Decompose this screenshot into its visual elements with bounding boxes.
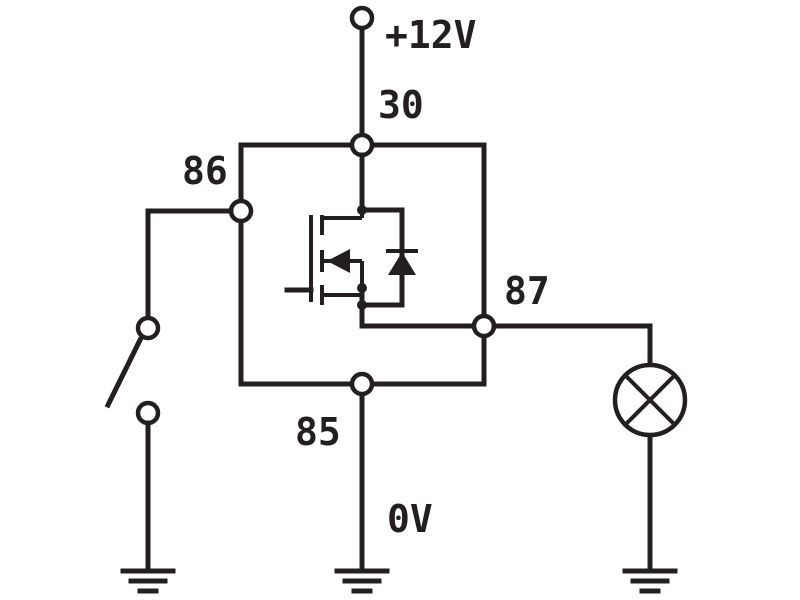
- lamp-branch: [491, 323, 653, 573]
- relay-box: [238, 142, 487, 387]
- supply-terminal: [349, 5, 375, 31]
- ground-icon: [120, 568, 176, 594]
- pin-30-terminal: [349, 132, 375, 158]
- pin-86-label: 86: [182, 149, 228, 193]
- ground-icon: [622, 568, 678, 594]
- supply-label: +12V: [385, 13, 477, 57]
- supply-rail: [349, 5, 375, 148]
- lamp-icon: [612, 362, 688, 438]
- pin-87-label: 87: [504, 269, 550, 313]
- ground-label: 0V: [387, 497, 433, 541]
- pin-30-label: 30: [378, 83, 424, 127]
- ground-icon: [334, 568, 390, 594]
- pin-86-terminal: [228, 198, 254, 224]
- switch-icon: [104, 208, 234, 573]
- mosfet-icon: [284, 152, 477, 329]
- pin-87-terminal: [471, 313, 497, 339]
- diode-icon: [386, 249, 418, 275]
- pin-85-terminal: [349, 371, 375, 397]
- pin-85-label: 85: [295, 410, 341, 454]
